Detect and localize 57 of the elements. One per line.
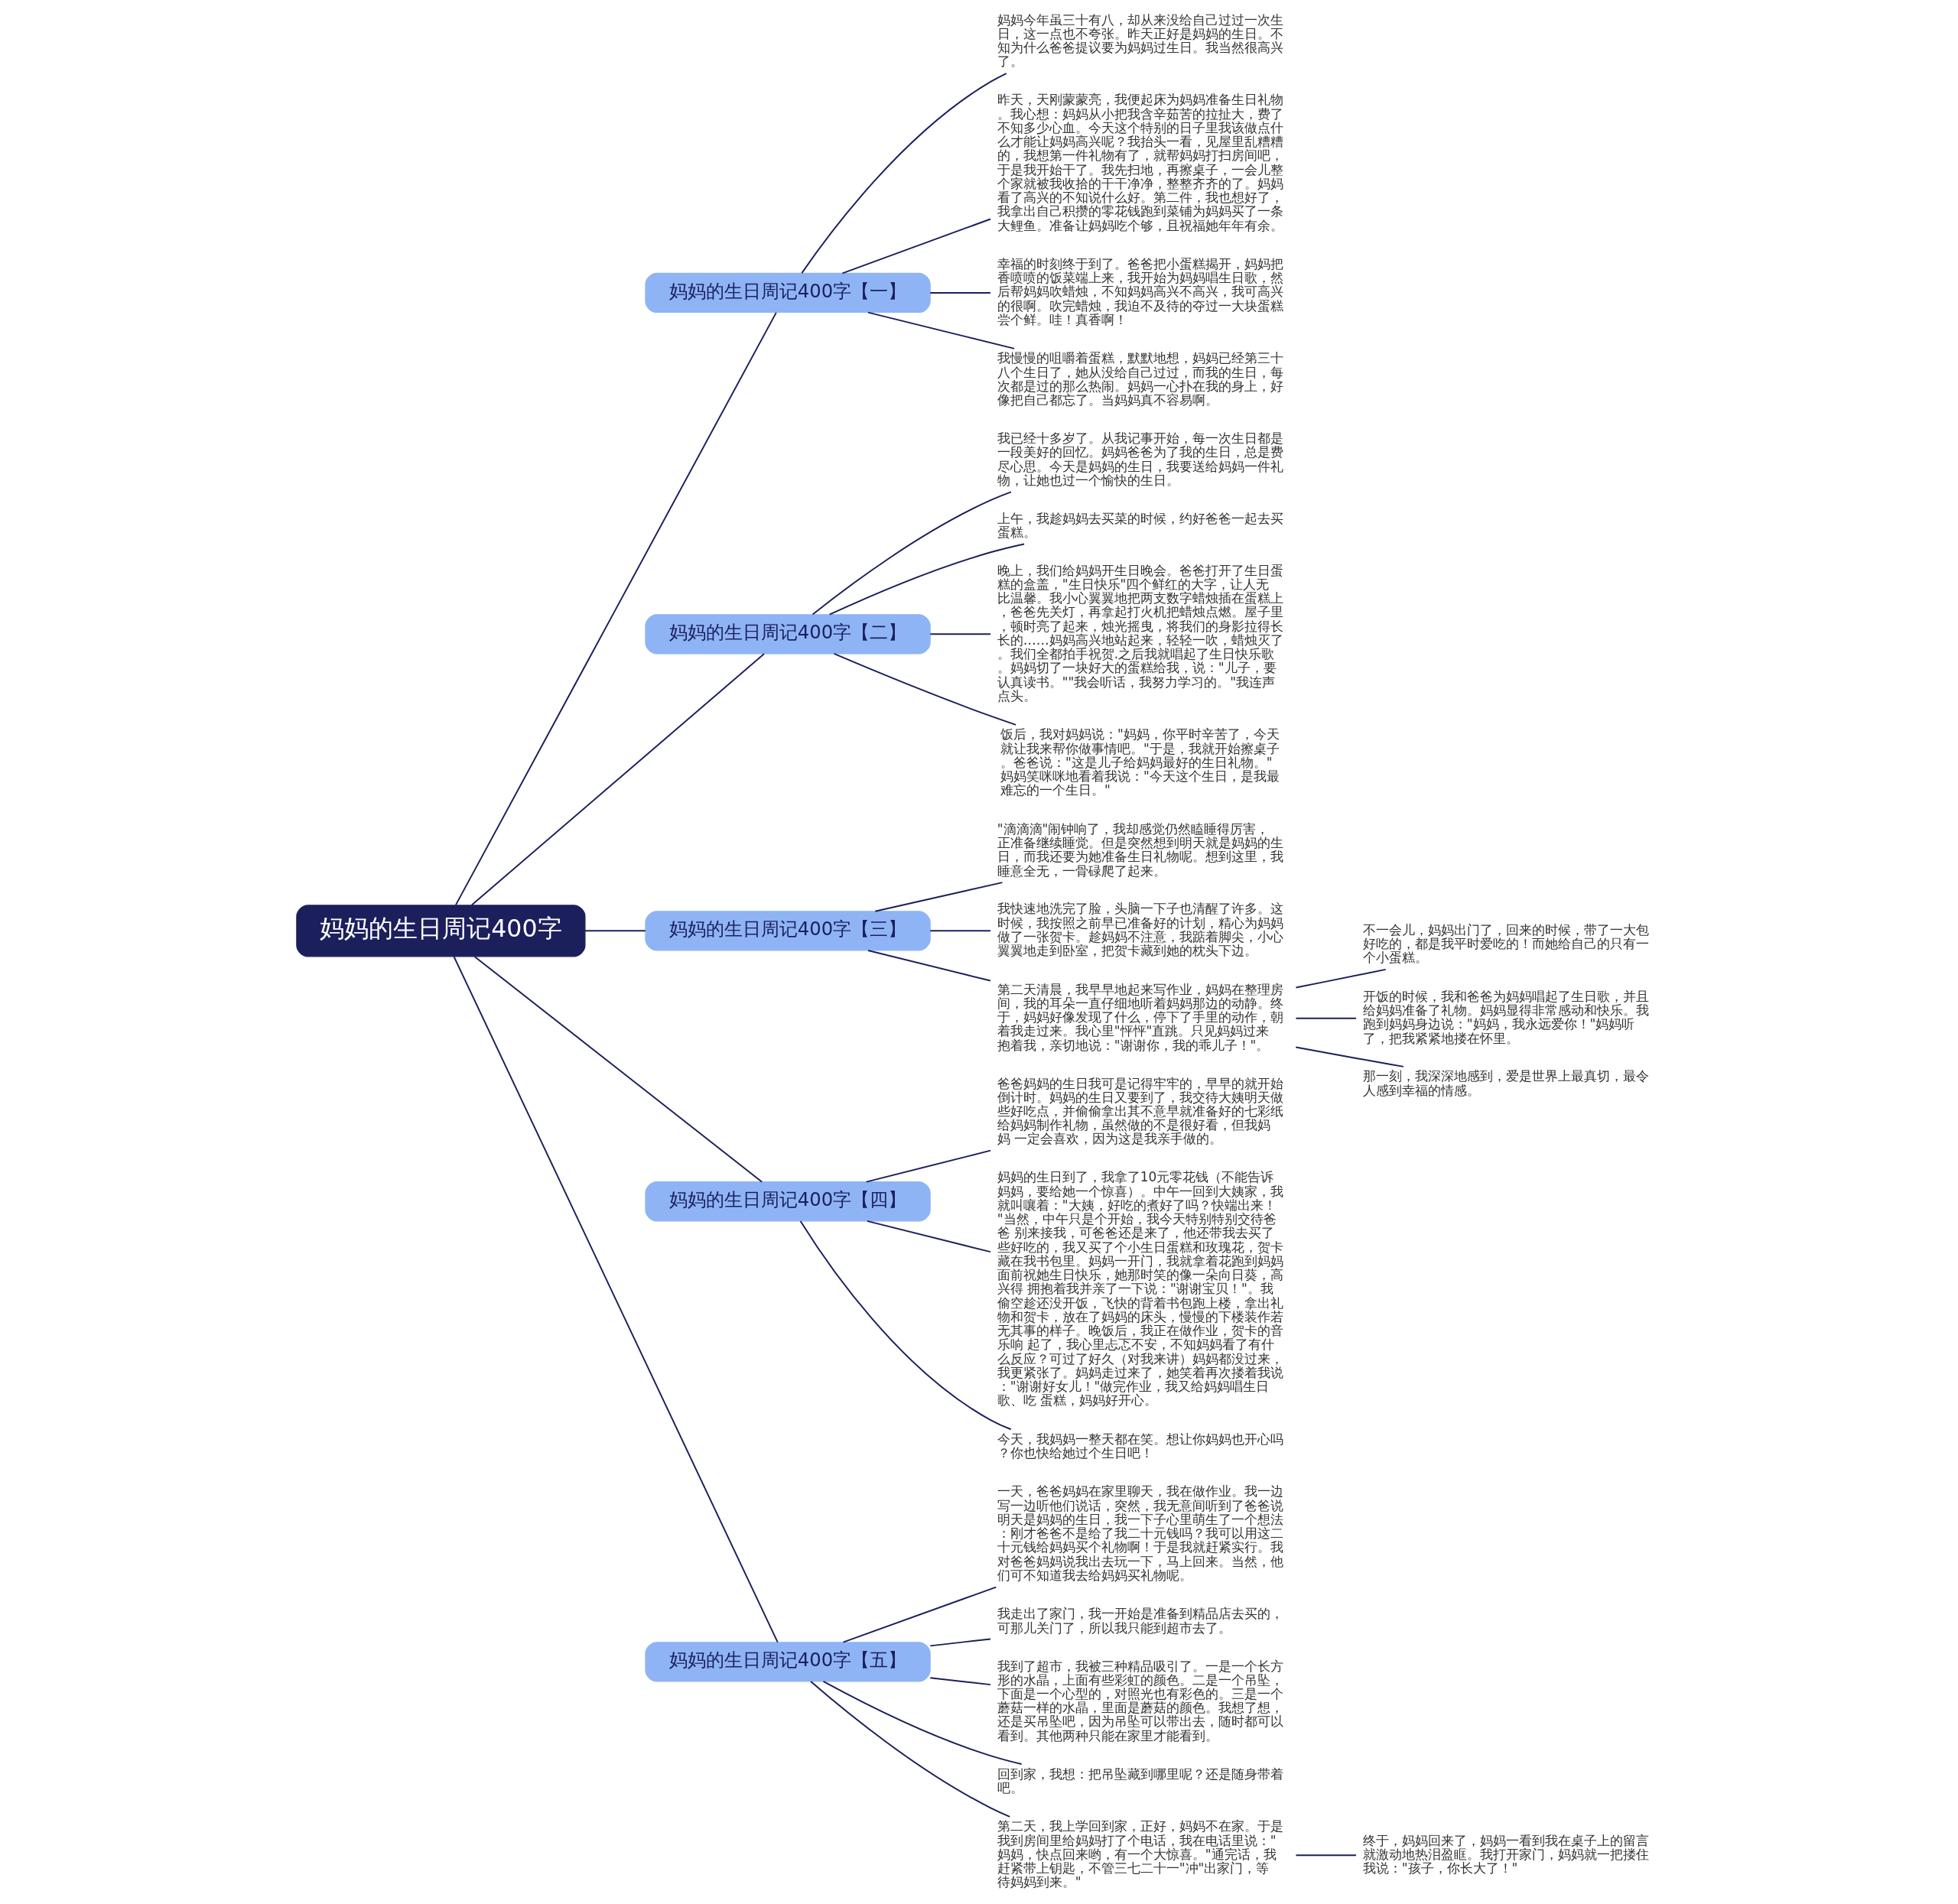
connector <box>866 1220 991 1253</box>
node-text: 饭后，我对妈妈说："妈妈，你平时辛苦了，今天就让我来帮你做事情吧。"于是，我就开始擦桌子。爸爸说："这是儿子给妈妈最好的生日礼物。"妈妈笑咪咪地看着我说："今天这个生日，是我最难忘的一个生日。" <box>1000 726 1280 798</box>
connector <box>867 950 991 982</box>
node-box: 妈妈的生日周记400字【二】 <box>645 614 931 655</box>
node-text: 开饭的时候，我和爸爸为妈妈唱起了生日歌，并且给妈妈准备了礼物。妈妈显得非常感动和快乐。我跑到妈妈身边说："妈妈，我永远爱你！"妈妈听了，把我紧紧地搂在怀里。 <box>1362 988 1649 1046</box>
connector <box>842 1586 997 1643</box>
node-text: 我慢慢的咀嚼着蛋糕，默默地想，妈妈已经第三十八个生日了，她从没给自己过过，而我的生日，每次都是过的那么热闹。妈妈一心扑在我的身上，好像把自己都忘了。当妈妈真不容易啊。 <box>997 350 1283 408</box>
connector <box>810 1681 1011 1818</box>
node-text: 今天，我妈妈一整天都在笑。想让你妈妈也开心吗？你也快给她过个生日吧！ <box>997 1431 1283 1460</box>
connector <box>929 633 991 635</box>
connector <box>867 311 1016 349</box>
node-box: 妈妈的生日周记400字【一】 <box>645 272 931 314</box>
connector <box>929 1638 991 1647</box>
node-text: 第二天清晨，我早早地起来写作业，妈妈在整理房间，我的耳朵一直仔细地听着妈妈那边的动静。终于，妈妈好像发现了什么，停下了手里的动作，朝着我走过来。我心里"怦怦"直跳。只见妈妈过来抱着我，亲切地说："谢谢你，我的乖儿子！"。 <box>997 981 1283 1053</box>
connector <box>799 1220 1012 1431</box>
connector <box>929 292 991 294</box>
connector <box>473 955 763 1183</box>
node-text: "滴滴滴"闹钟响了，我却感觉仍然瞌睡得厉害，正准备继续睡觉。但是突然想到明天就是妈妈的生日，而我还要为她准备生日礼物呢。想到这里，我睡意全无，一骨碌爬了起来。 <box>997 820 1283 879</box>
connector <box>584 930 646 932</box>
connector <box>929 930 991 932</box>
node-text: 我快速地洗完了脸，头脑一下子也清醒了许多。这时候，我按照之前早已准备好的计划，精心为妈妈做了一张贺卡。趁妈妈不注意，我踮着脚尖，小心翼翼地走到卧室，把贺卡藏到她的枕头下边。 <box>997 901 1283 959</box>
node-box: 妈妈的生日周记400字【五】 <box>645 1642 931 1682</box>
node-text: 终于，妈妈回来了，妈妈一看到我在桌子上的留言就激动地热泪盈眶。我打开家门，妈妈就一把搂住我说："孩子，你长大了！" <box>1362 1832 1649 1876</box>
node-text: 幸福的时刻终于到了。爸爸把小蛋糕揭开，妈妈把香喷喷的饭菜端上来，我开始为妈妈唱生日歌，然后帮妈妈吹蜡烛，不知妈妈高兴不高兴，我可高兴的很啊。吹完蜡烛，我迫不及待的夺过一大块蛋糕尝个鲜。哇！真香啊！ <box>997 255 1283 327</box>
node-text: 妈妈今年虽三十有八，却从来没给自己过过一次生日，这一点也不夸张。昨天正好是妈妈的生日。不知为什么爸爸提议要为妈妈过生日。我当然很高兴了。 <box>997 11 1283 70</box>
connector <box>1295 1046 1404 1067</box>
connector <box>454 311 777 906</box>
node-text: 那一刻，我深深地感到，爱是世界上最真切，最令人感到幸福的情感。 <box>1362 1068 1649 1098</box>
node-text: 上午，我趁妈妈去买菜的时候，约好爸爸一起去买蛋糕。 <box>997 510 1283 540</box>
connector <box>801 73 1007 275</box>
connector <box>841 218 991 275</box>
connector <box>828 543 1025 616</box>
node-box: 妈妈的生日周记400字 <box>296 905 586 957</box>
connector <box>453 955 779 1643</box>
connector <box>929 1677 991 1686</box>
node-text: 第二天，我上学回到家，正好，妈妈不在家。于是我到房间里给妈妈打了个电话，我在电话里说："妈妈，快点回来哟，有一个大惊喜。"通完话，我赶紧带上钥匙，不管三七二十一"冲"出家门，等待妈妈到来。" <box>997 1818 1283 1890</box>
node-text: 不一会儿，妈妈出门了，回来的时候，带了一大包好吃的，都是我平时爱吃的！而她给自己的只有一个小蛋糕。 <box>1362 921 1649 966</box>
connector <box>470 652 766 906</box>
node-text: 我走出了家门，我一开始是准备到精品店去买的，可那儿关门了，所以我只能到超市去了。 <box>997 1606 1283 1636</box>
connector <box>874 882 1003 912</box>
node-text: 昨天，天刚蒙蒙亮，我便起床为妈妈准备生日礼物。我心想：妈妈从小把我含辛茹苦的拉扯大，费了不知多少心血。今天这个特别的日子里我该做点什么才能让妈妈高兴呢？我抬头一看，见屋里乱糟糟的，我想第一件礼物有了，就帮妈妈打扫房间吧，于是我开始干了。我先扫地，再擦桌子，一会儿整个家就被我收拾的干干净净，整整齐齐的了。妈妈看了高兴的不知说什么好。第二件，我也想好了，我拿出自己积攒的零花钱跑到菜铺为妈妈买了一条大鲤鱼。准备让妈妈吃个够，且祝福她年年有余。 <box>997 92 1283 233</box>
connector <box>833 653 1017 726</box>
connector <box>822 1680 1023 1766</box>
node-text: 回到家，我想：把吊坠藏到哪里呢？还是随身带着吧。 <box>997 1766 1283 1795</box>
node-text: 晚上，我们给妈妈开生日晚会。爸爸打开了生日蛋糕的盒盖，"生日快乐"四个鲜红的大字，让人无比温馨。我小心翼翼地把两支数字蜡烛插在蛋糕上，爸爸先关灯，再拿起打火机把蜡烛点燃。屋子里，顿时亮了起来，烛光摇曳，将我们的身影拉得长长的……妈妈高兴地站起来，轻轻一吹，蜡烛灭了。我们全都拍手祝贺.之后我就唱起了生日快乐歌。妈妈切了一块好大的蛋糕给我，说："儿子，要认真读书。""我会听话，我努力学习的。"我连声点头。 <box>997 562 1283 703</box>
connector <box>1295 968 1387 989</box>
connector <box>811 491 1012 616</box>
node-text: 我到了超市，我被三种精品吸引了。一是一个长方形的水晶，上面有些彩虹的颜色。二是一个吊坠，下面是一个心型的，对照光也有彩色的。三是一个蘑菇一样的水晶，里面是蘑菇的颜色。我想了想，还是买吊坠吧，因为吊坠可以带出去，随时都可以看到。其他两种只能在家里才能看到。 <box>997 1658 1283 1743</box>
node-text: 妈妈的生日到了，我拿了10元零花钱（不能告诉妈妈，要给她一个惊喜）。中午一回到大姨家，我就叫嚷着："大姨，好吃的煮好了吗？快端出来！"当然，中午只是个开始，我今天特别特别交待爸爸 别来接我，可爸爸还是来了，他还带我去买了些好吃的，我又买了个小生日蛋糕和玫瑰花，贺卡藏在我书包里。妈妈一开门，我就拿着花跑到妈妈面前祝她生日快乐，她那时笑的像一朵向日葵，高兴得 拥抱着我并亲了一下说："谢谢宝贝！"。我偷空趁还没开饭，飞快的背着书包跑上楼，拿出礼物和贺卡，放在了妈妈的床头，慢慢的下楼装作若无其事的样子。晚饭后，我正在做作业，贺卡的音乐响 起了，我心里忐忑不安，不知妈妈看了有什么反应？可过了好久（对我来讲）妈妈都没过来，我更紧张了。妈妈走过来了，她笑着再次搂着我说："谢谢好女儿！"做完作业，我又给妈妈唱生日歌、吃 蛋糕，妈妈好开心。 <box>997 1169 1283 1409</box>
node-box: 妈妈的生日周记400字【三】 <box>645 911 931 951</box>
connector <box>1295 1017 1357 1019</box>
node-text: 一天，爸爸妈妈在家里聊天，我在做作业。我一边写一边听他们说话，突然，我无意间听到了爸爸说明天是妈妈的生日，我一下子心里萌生了一个想法：刚才爸爸不是给了我二十元钱吗？我可以用这二十元钱给妈妈买个礼物啊！于是我就赶紧实行。我对爸爸妈妈说我出去玩一下，马上回来。当然，他们可不知道我去给妈妈买礼物呢。 <box>997 1483 1283 1583</box>
node-text: 爸爸妈妈的生日我可是记得牢牢的，早早的就开始倒计时。妈妈的生日又要到了，我交待大姨明天做些好吃点，并偷偷拿出其不意早就准备好的七彩纸给妈妈制作礼物，虽然做的不是很好看，但我妈妈 一定会喜欢，因为这是我亲手做的。 <box>997 1075 1283 1147</box>
connector <box>1295 1854 1357 1857</box>
connector <box>865 1149 991 1183</box>
node-box: 妈妈的生日周记400字【四】 <box>645 1181 931 1222</box>
node-text: 我已经十多岁了。从我记事开始，每一次生日都是一段美好的回忆。妈妈爸爸为了我的生日，总是费尽心思。今天是妈妈的生日，我要送给妈妈一件礼物，让她也过一个愉快的生日。 <box>997 431 1283 488</box>
